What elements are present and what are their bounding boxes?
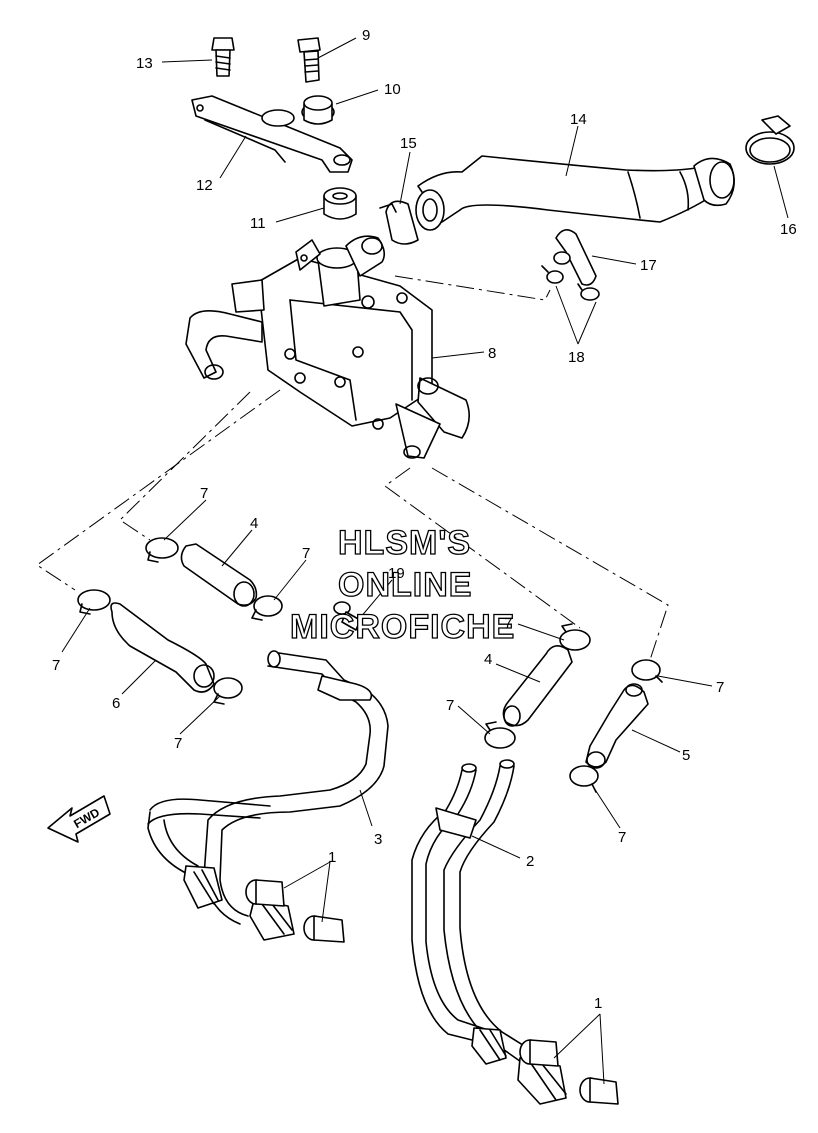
watermark: HLSM'S ONLINE MICROFICHE bbox=[289, 523, 515, 646]
callout-17: 17 bbox=[640, 257, 657, 274]
clamp-7a bbox=[145, 537, 179, 563]
cap-1c bbox=[519, 1039, 559, 1067]
callout-3: 3 bbox=[374, 831, 382, 848]
callout-7f: 7 bbox=[716, 679, 724, 696]
cap-1b bbox=[303, 915, 345, 943]
clamp-7f bbox=[631, 659, 663, 683]
callout-4b: 4 bbox=[484, 651, 492, 668]
callout-7b: 7 bbox=[302, 545, 310, 562]
clamp-16 bbox=[745, 115, 795, 165]
bolt-13 bbox=[211, 37, 235, 77]
callout-16: 16 bbox=[780, 221, 797, 238]
clamp-7e bbox=[559, 623, 591, 651]
clamp-7g bbox=[484, 721, 516, 749]
callout-14: 14 bbox=[570, 111, 587, 128]
pipe-3 bbox=[147, 650, 389, 941]
callout-8: 8 bbox=[488, 345, 496, 362]
callout-7a: 7 bbox=[200, 485, 208, 502]
hose-17 bbox=[553, 229, 597, 286]
hose-6 bbox=[110, 602, 215, 693]
callout-12: 12 bbox=[196, 177, 213, 194]
hose-14 bbox=[415, 155, 735, 231]
grommet-10 bbox=[301, 95, 335, 125]
hose-4b bbox=[502, 645, 573, 727]
clamp-7h bbox=[569, 765, 599, 793]
callout-9: 9 bbox=[362, 27, 370, 44]
screw-19 bbox=[333, 601, 361, 631]
pipe-2 bbox=[411, 759, 567, 1105]
clamp-7b bbox=[251, 595, 283, 621]
air-cut-valve-8 bbox=[185, 235, 470, 459]
callout-15: 15 bbox=[400, 135, 417, 152]
callout-2: 2 bbox=[526, 853, 534, 870]
clamp-7d bbox=[213, 677, 243, 705]
routing-lines bbox=[36, 275, 669, 661]
callout-10: 10 bbox=[384, 81, 401, 98]
callout-4a: 4 bbox=[250, 515, 258, 532]
clamp-18b bbox=[577, 283, 600, 301]
callout-11: 11 bbox=[250, 215, 266, 232]
hose-5 bbox=[585, 683, 649, 769]
callout-7d: 7 bbox=[174, 735, 182, 752]
cap-1a bbox=[245, 879, 285, 907]
callout-5: 5 bbox=[682, 747, 690, 764]
callout-1b: 1 bbox=[594, 995, 602, 1012]
clamp-7c bbox=[77, 589, 111, 615]
watermark-line2: ONLINE bbox=[338, 566, 472, 604]
callout-6: 6 bbox=[112, 695, 120, 712]
callout-18: 18 bbox=[568, 349, 585, 366]
leader-lines bbox=[61, 37, 789, 1085]
callout-7g: 7 bbox=[446, 697, 454, 714]
callout-numbers: 13 9 10 12 11 15 14 16 17 18 8 7 4 7 19 … bbox=[52, 27, 797, 1012]
hose-4a bbox=[180, 543, 258, 607]
clamp-18a bbox=[541, 265, 564, 284]
bracket-12 bbox=[191, 95, 353, 173]
callout-19: 19 bbox=[388, 565, 405, 582]
callout-7c: 7 bbox=[52, 657, 60, 674]
callout-13: 13 bbox=[136, 55, 153, 72]
bolt-9 bbox=[297, 37, 321, 83]
watermark-line3: MICROFICHE bbox=[290, 608, 515, 646]
callout-1a: 1 bbox=[328, 849, 336, 866]
watermark-line1: HLSM'S bbox=[338, 524, 471, 562]
clamp-15 bbox=[379, 200, 419, 245]
callout-7h: 7 bbox=[618, 829, 626, 846]
cap-1d bbox=[579, 1077, 619, 1105]
callout-7e: 7 bbox=[504, 615, 512, 632]
fwd-arrow-icon: FWD bbox=[47, 795, 111, 843]
grommet-11 bbox=[323, 187, 357, 220]
